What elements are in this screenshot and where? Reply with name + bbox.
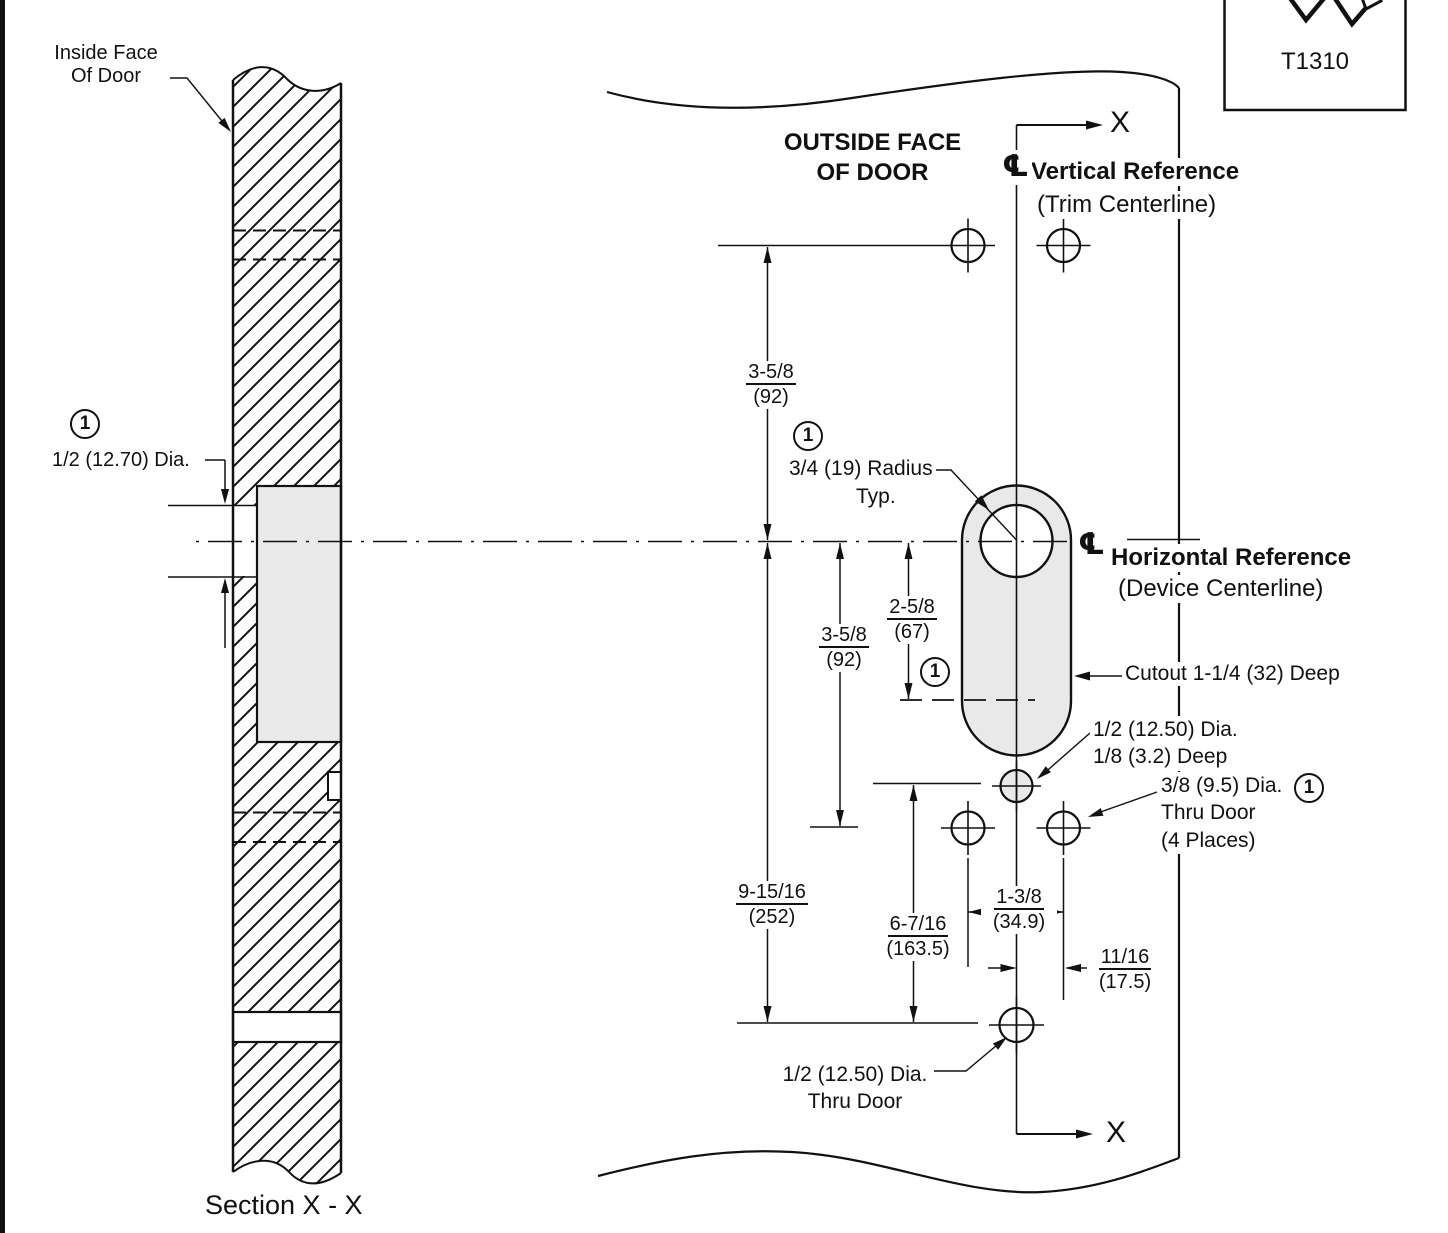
section-label: Section X - X	[205, 1190, 363, 1220]
section-thru-hole	[231, 1010, 343, 1044]
radius-note: 3/4 (19) Radius	[786, 457, 936, 482]
outside-face-label: OUTSIDE FACE OF DOOR	[783, 129, 962, 187]
hole-target-mid-right	[1036, 801, 1091, 855]
hole-target-mid-left	[941, 801, 995, 855]
dim-below-cl: 3-5/8 (92)	[806, 624, 882, 672]
centerlines	[196, 125, 1200, 1134]
callout-1-cutout: 1	[920, 657, 950, 687]
dimension-lines	[205, 247, 1092, 1022]
callout-1-radius: 1	[793, 421, 823, 451]
page-border	[0, 0, 5, 1233]
horizontal-reference-subtitle: (Device Centerline)	[1115, 575, 1327, 603]
radius-note-typ: Typ.	[853, 485, 899, 510]
template-id-label: T1310	[1280, 48, 1350, 75]
thru-hole-note: 3/8 (9.5) Dia. Thru Door (4 Places)	[1158, 772, 1299, 854]
section-axis-arrows	[1016, 120, 1103, 1139]
hole-target-bottom	[989, 997, 1044, 1053]
hole-target-shallow	[992, 761, 1041, 811]
dim-cl-offset: 11/16 (17.5)	[1087, 946, 1163, 994]
section-shallow-hole	[327, 771, 342, 801]
plan-bottom-break-line	[597, 1150, 1180, 1194]
cutout-note: Cutout 1-1/4 (32) Deep	[1122, 662, 1343, 687]
axis-label-bottom: X	[1106, 1116, 1127, 1149]
inside-face-label: Inside Face Of Door	[54, 42, 158, 88]
bottom-hole-note: 1/2 (12.50) Dia. Thru Door	[782, 1063, 928, 1114]
hole-targets	[941, 218, 1091, 1053]
dim-hole-spacing: 1-3/8 (34.9)	[981, 886, 1057, 934]
dim-cutout-depth: 2-5/8 (67)	[874, 596, 950, 644]
vertical-reference-title: Vertical Reference	[1028, 158, 1243, 186]
dim-trim-top: 3-5/8 (92)	[733, 361, 809, 409]
leader-lines	[170, 77, 1158, 1072]
callout-1-section: 1	[70, 409, 100, 439]
brand-logo-icon	[1288, 0, 1383, 28]
plan-top-break-line	[606, 70, 1180, 109]
callout-1-thru-holes: 1	[1294, 773, 1324, 803]
dim-hole-span: 6-7/16 (163.5)	[873, 913, 963, 961]
hole-target-top-right	[1036, 218, 1091, 273]
horizontal-reference-title: Horizontal Reference	[1108, 544, 1355, 572]
centerline-symbol-horizontal: ℄	[1075, 527, 1108, 563]
section-trim-block	[255, 484, 343, 744]
axis-label-top: X	[1110, 106, 1131, 139]
template-id-box	[1223, 0, 1407, 112]
dim-cl-to-bottom: 9-15/16 (252)	[728, 881, 816, 929]
door-section-view	[168, 66, 343, 1185]
hole-target-top-left	[941, 218, 995, 273]
spindle-hole-note: 1/2 (12.70) Dia.	[52, 449, 190, 471]
centerline-symbol-vertical: ℄	[999, 149, 1032, 185]
vertical-reference-subtitle: (Trim Centerline)	[1034, 191, 1220, 219]
shallow-hole-note: 1/2 (12.50) Dia. 1/8 (3.2) Deep	[1090, 716, 1241, 771]
